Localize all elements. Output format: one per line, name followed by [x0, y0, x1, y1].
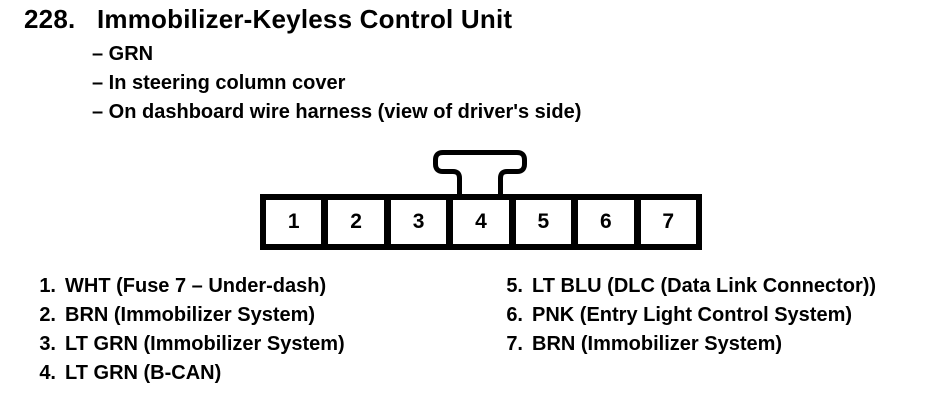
- pin-description: LT BLU (DLC (Data Link Connector)): [532, 275, 877, 297]
- pin-number: 4.: [39, 362, 56, 384]
- attribute-item-harness: – On dashboard wire harness (view of dri…: [92, 101, 582, 123]
- page-title: Immobilizer-Keyless Control Unit: [97, 4, 513, 34]
- pin-description: BRN (Immobilizer System): [532, 333, 783, 355]
- attribute-item-location: – In steering column cover: [92, 72, 346, 94]
- pin-description-row: 6. PNK (Entry Light Control System): [497, 301, 876, 330]
- connector-diagram: 1 2 3 4 5 6 7: [260, 148, 702, 250]
- connector-pin-cell-3: 3: [390, 200, 447, 244]
- attribute-item-color: – GRN: [92, 43, 154, 65]
- pin-number: 3.: [39, 333, 56, 355]
- pin-description-row: 2. BRN (Immobilizer System): [30, 301, 345, 330]
- pin-number: 1.: [39, 275, 56, 297]
- pin-description-row: 7. BRN (Immobilizer System): [497, 330, 876, 359]
- pin-description: LT GRN (B-CAN): [65, 362, 222, 384]
- pin-description: LT GRN (Immobilizer System): [65, 333, 345, 355]
- section-heading: 228. Immobilizer-Keyless Control Unit: [24, 4, 512, 34]
- pin-number: 6.: [506, 304, 523, 326]
- pin-description-row: 1. WHT (Fuse 7 – Under-dash): [30, 272, 345, 301]
- connector-pin-cell-2: 2: [328, 200, 384, 244]
- connector-pin-cell-1: 1: [266, 200, 322, 244]
- connector-pin-cell-5: 5: [515, 200, 572, 244]
- pin-description-row: 5. LT BLU (DLC (Data Link Connector)): [497, 272, 876, 301]
- connector-pin-cell-6: 6: [578, 200, 634, 244]
- pin-description-row: 4. LT GRN (B-CAN): [30, 359, 345, 388]
- connector-body: 1 2 3 4 5 6 7: [260, 194, 702, 250]
- pin-description-row: 3. LT GRN (Immobilizer System): [30, 330, 345, 359]
- connector-pin-cell-4: 4: [453, 200, 509, 244]
- pin-description-list-left: 1. WHT (Fuse 7 – Under-dash) 2. BRN (Imm…: [30, 272, 345, 388]
- connector-pin-cell-7: 7: [640, 200, 696, 244]
- pin-description: WHT (Fuse 7 – Under-dash): [65, 275, 327, 297]
- pin-description: BRN (Immobilizer System): [65, 304, 316, 326]
- pin-description: PNK (Entry Light Control System): [532, 304, 853, 326]
- pin-number: 7.: [506, 333, 523, 355]
- pin-number: 2.: [39, 304, 56, 326]
- pin-description-list-right: 5. LT BLU (DLC (Data Link Connector)) 6.…: [497, 272, 876, 359]
- attribute-list: – GRN – In steering column cover – On da…: [92, 40, 581, 127]
- connector-latch-icon: [433, 150, 527, 198]
- section-number: 228.: [24, 4, 76, 34]
- pin-number: 5.: [506, 275, 523, 297]
